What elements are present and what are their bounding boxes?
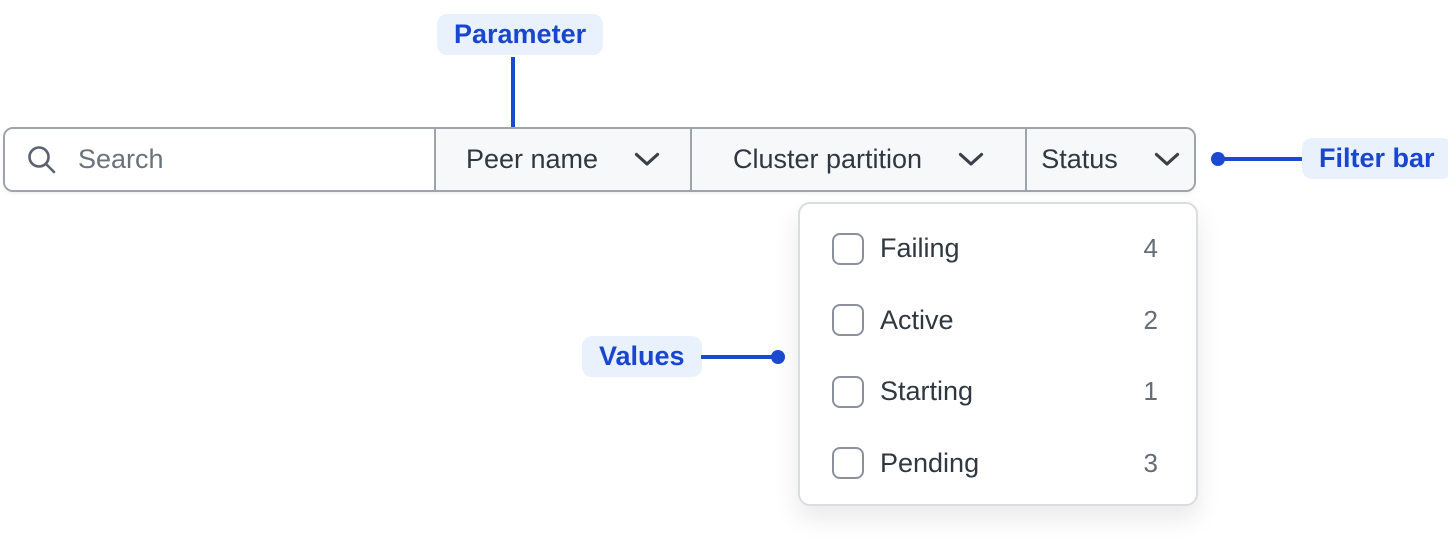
option-count: 4: [1143, 233, 1158, 264]
chevron-down-icon: [958, 152, 984, 167]
filter-bar-connector-line: [1218, 157, 1302, 161]
search-icon: [26, 144, 57, 175]
dropdown-status-label: Status: [1041, 144, 1118, 174]
dropdown-peer-name-label: Peer name: [465, 144, 599, 174]
option-count: 1: [1143, 376, 1158, 407]
dropdown-peer-name[interactable]: Peer name: [434, 129, 690, 190]
values-connector-line: [701, 355, 773, 359]
chevron-down-icon: [1154, 152, 1180, 167]
status-dropdown-panel: Failing 4 Active 2 Starting 1 Pending 3: [798, 202, 1198, 506]
option-label: Active: [880, 304, 954, 335]
annotation-badge-parameter: Parameter: [437, 14, 604, 55]
option-label: Starting: [880, 376, 974, 407]
option-count: 3: [1143, 447, 1158, 478]
pending-checkbox[interactable]: [832, 447, 864, 480]
parameter-connector-line: [511, 57, 515, 137]
values-connector-dot: [771, 350, 785, 364]
option-count: 2: [1143, 304, 1158, 335]
chevron-down-icon: [634, 152, 660, 167]
filter-bar: Peer name Cluster partition Status: [3, 127, 1196, 192]
annotation-badge-filter-bar: Filter bar: [1302, 138, 1448, 179]
search-section[interactable]: [5, 129, 434, 190]
option-label: Pending: [880, 447, 980, 478]
status-option-active[interactable]: Active 2: [800, 285, 1196, 357]
search-input[interactable]: [76, 138, 434, 181]
annotation-badge-values: Values: [582, 336, 702, 377]
dropdown-cluster-partition-label: Cluster partition: [732, 144, 923, 174]
status-option-starting[interactable]: Starting 1: [800, 356, 1196, 428]
dropdown-cluster-partition[interactable]: Cluster partition: [690, 129, 1025, 190]
active-checkbox[interactable]: [832, 304, 864, 337]
dropdown-status[interactable]: Status: [1025, 129, 1194, 190]
failing-checkbox[interactable]: [832, 232, 864, 265]
option-label: Failing: [880, 233, 960, 264]
status-option-pending[interactable]: Pending 3: [800, 428, 1196, 500]
status-option-failing[interactable]: Failing 4: [800, 213, 1196, 285]
starting-checkbox[interactable]: [832, 375, 864, 408]
